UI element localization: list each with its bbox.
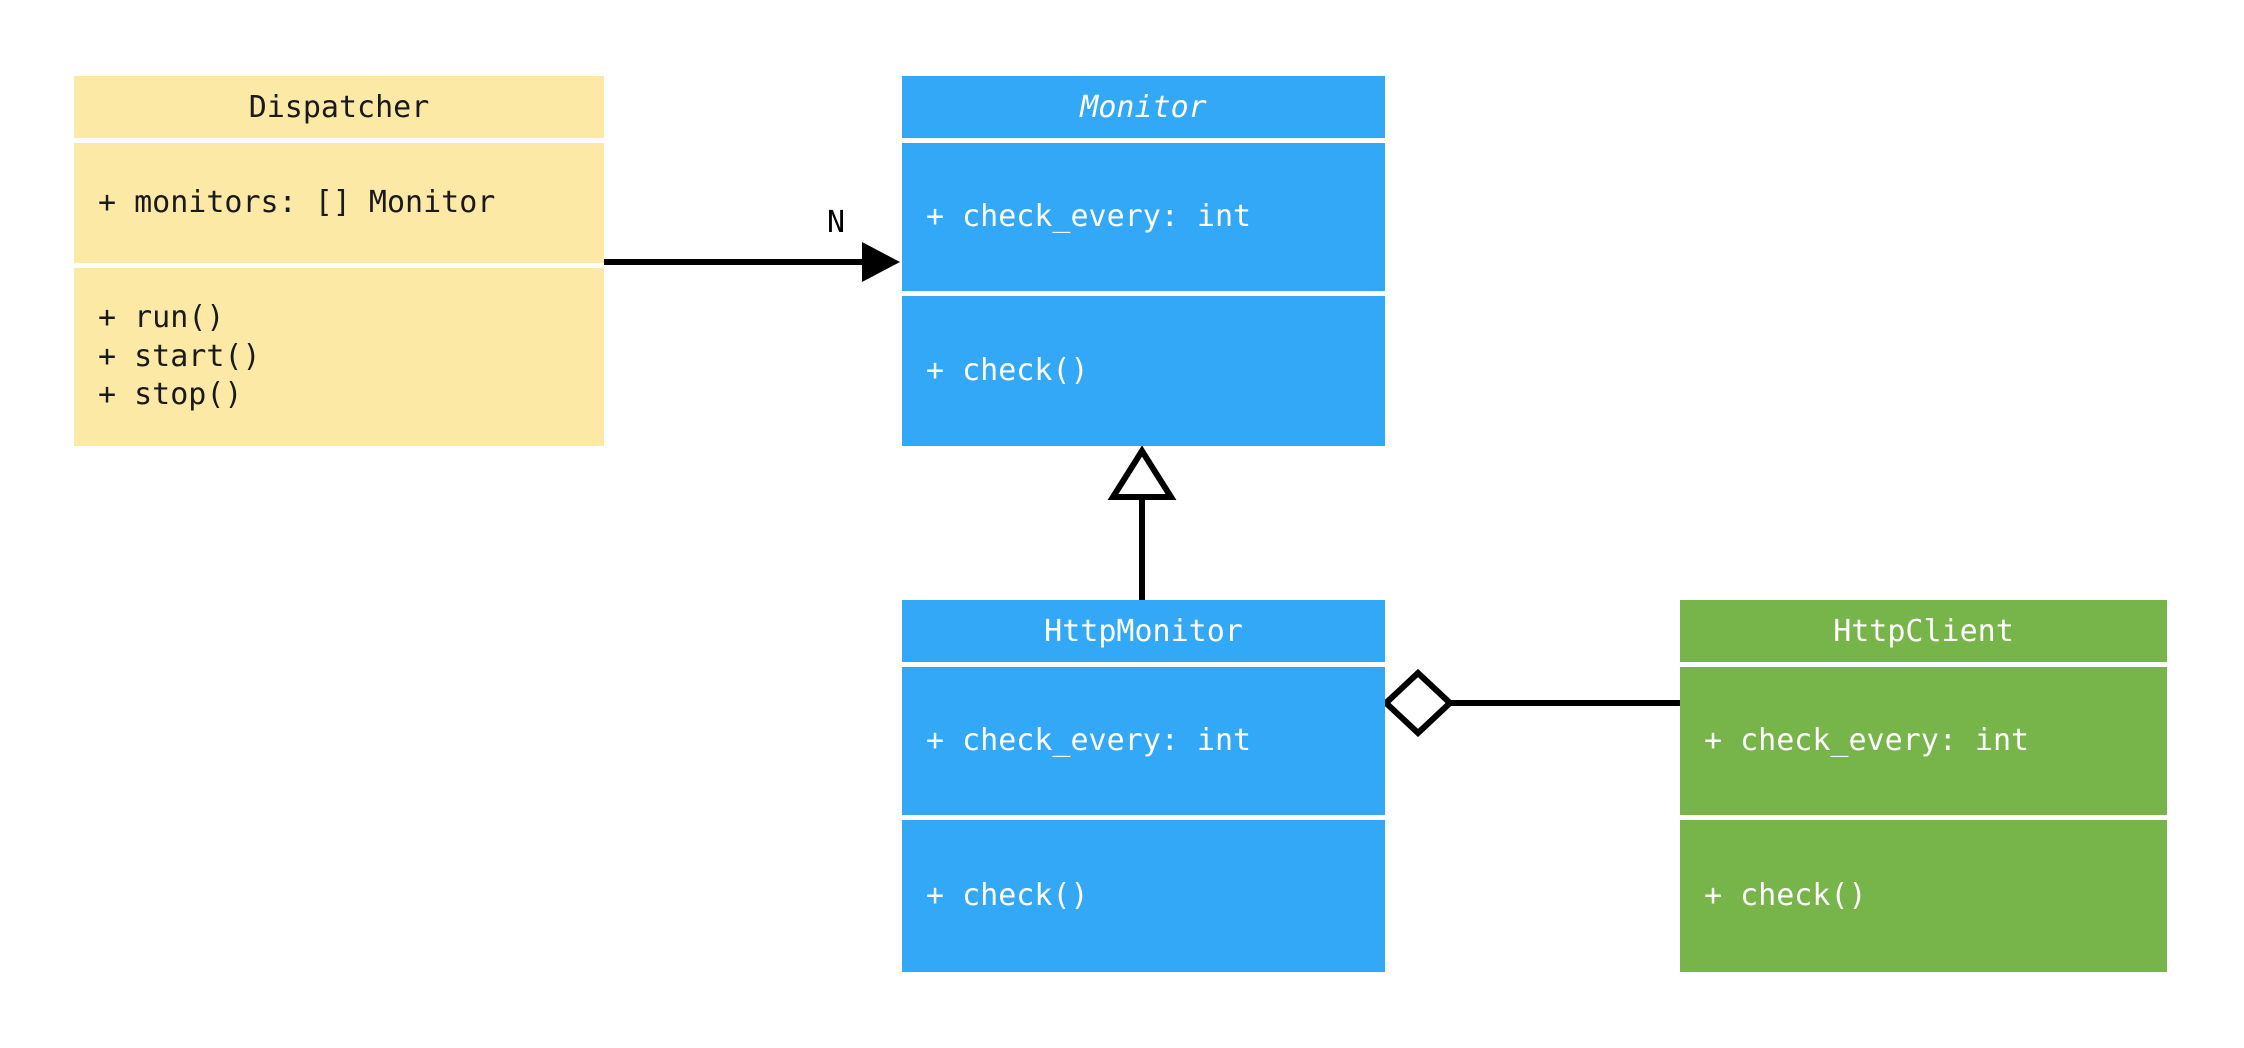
httpclient-methods: + check() — [1704, 877, 1867, 913]
httpmonitor-attributes: + check_every: int — [926, 722, 1252, 758]
monitor-attributes: + check_every: int — [926, 198, 1252, 234]
httpmonitor-methods-compartment: + check() — [902, 820, 1385, 972]
edge-label-multiplicity-n: N — [827, 205, 846, 240]
httpclient-class-name: HttpClient — [1833, 613, 2014, 649]
filled-triangle-arrowhead-icon — [862, 242, 900, 282]
uml-class-monitor[interactable]: Monitor + check_every: int + check() — [902, 76, 1385, 446]
httpclient-title-compartment: HttpClient — [1680, 600, 2167, 662]
httpmonitor-attributes-compartment: + check_every: int — [902, 667, 1385, 815]
dispatcher-methods: + run() + start() + stop() — [98, 300, 261, 413]
httpclient-attributes: + check_every: int — [1704, 722, 2030, 758]
uml-class-httpclient[interactable]: HttpClient + check_every: int + check() — [1680, 600, 2167, 972]
dispatcher-class-name: Dispatcher — [248, 89, 430, 125]
httpmonitor-methods: + check() — [926, 877, 1089, 913]
monitor-class-name: Monitor — [1080, 89, 1207, 125]
edge-httpmonitor-aggregates-httpclient — [1381, 668, 1680, 738]
dispatcher-attributes-compartment: + monitors: [] Monitor — [74, 143, 604, 263]
dispatcher-attributes: + monitors: [] Monitor — [98, 184, 496, 220]
monitor-attributes-compartment: + check_every: int — [902, 143, 1385, 291]
httpclient-attributes-compartment: + check_every: int — [1680, 667, 2167, 815]
uml-class-httpmonitor[interactable]: HttpMonitor + check_every: int + check() — [902, 600, 1385, 972]
hollow-diamond-icon — [1381, 668, 1455, 738]
httpmonitor-title-compartment: HttpMonitor — [902, 600, 1385, 662]
dispatcher-title-compartment: Dispatcher — [74, 76, 604, 138]
httpclient-methods-compartment: + check() — [1680, 820, 2167, 972]
edge-dispatcher-to-monitor — [604, 242, 900, 282]
edge-httpmonitor-to-monitor — [1107, 445, 1177, 600]
monitor-title-compartment: Monitor — [902, 76, 1385, 138]
uml-class-dispatcher[interactable]: Dispatcher + monitors: [] Monitor + run(… — [74, 76, 604, 446]
dispatcher-methods-compartment: + run() + start() + stop() — [74, 268, 604, 446]
monitor-methods: + check() — [926, 352, 1089, 388]
monitor-methods-compartment: + check() — [902, 296, 1385, 446]
httpmonitor-class-name: HttpMonitor — [1044, 613, 1243, 649]
hollow-triangle-arrowhead-icon — [1107, 445, 1177, 500]
